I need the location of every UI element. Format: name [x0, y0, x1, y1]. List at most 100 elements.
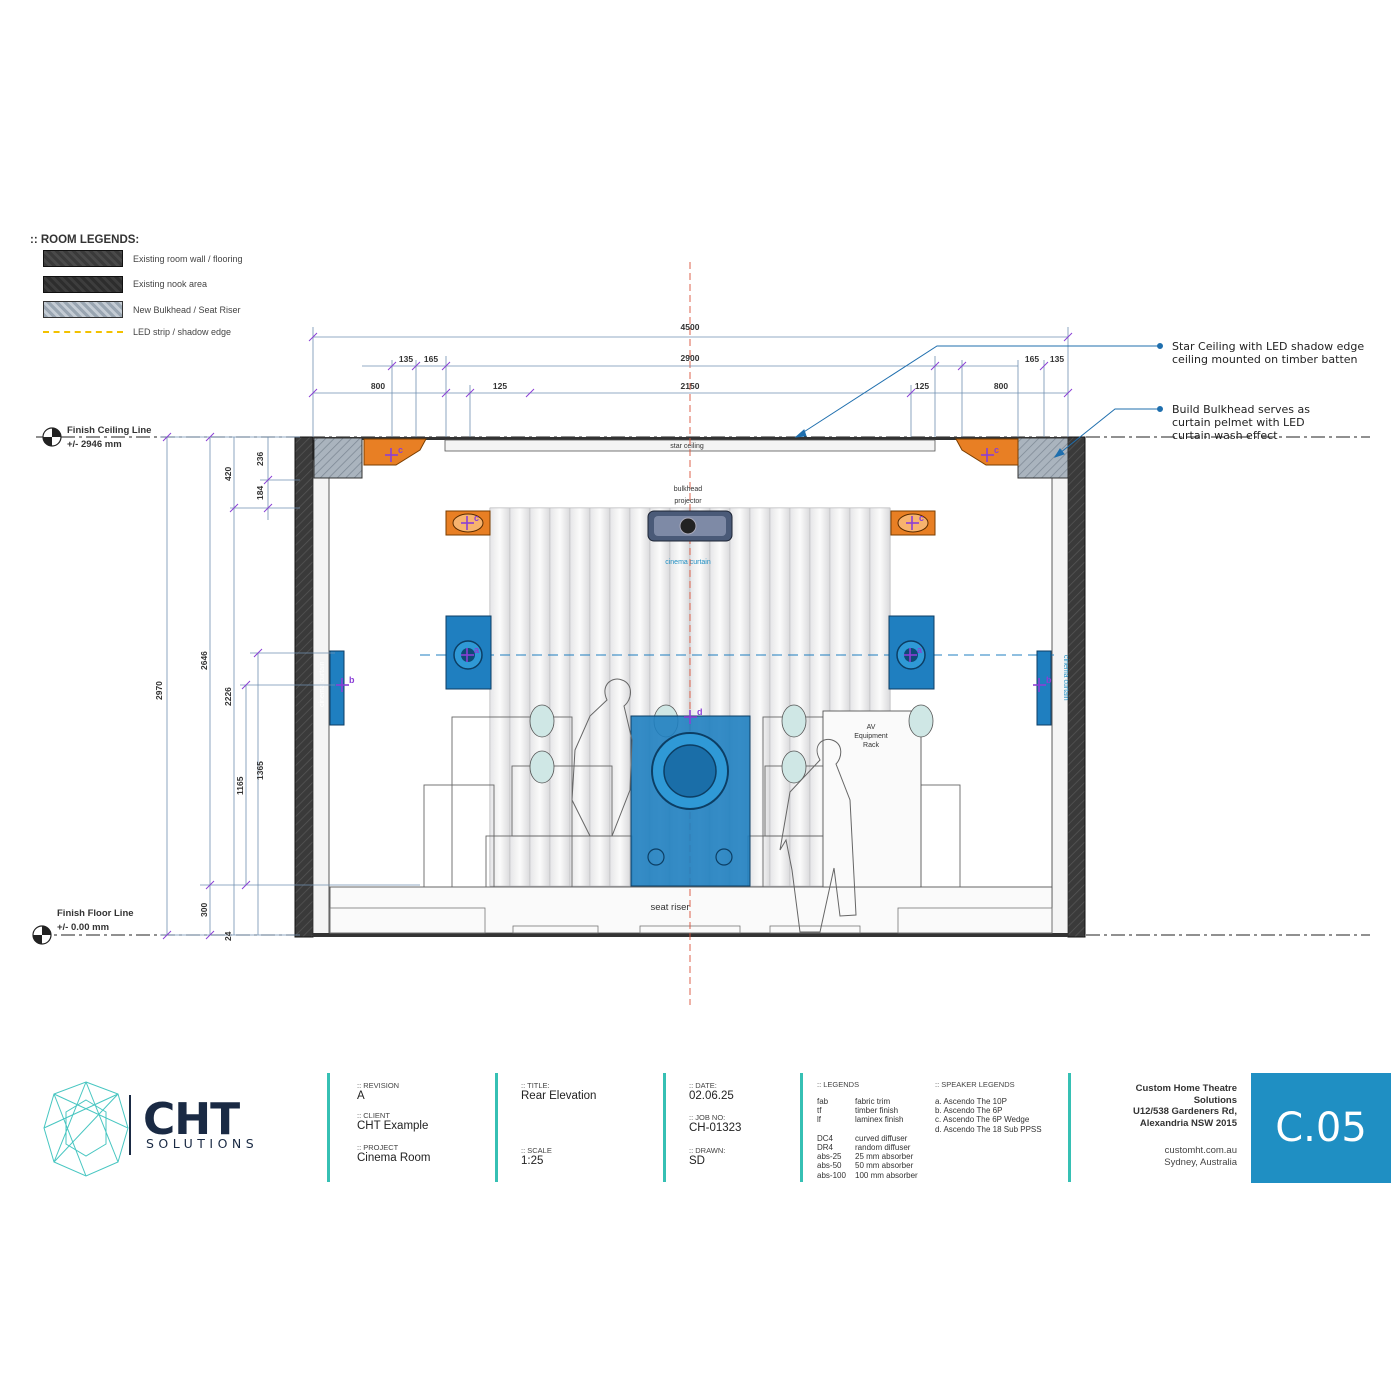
cht-logo-mark-icon	[43, 1081, 129, 1177]
dim-420: 420	[223, 467, 233, 481]
ceiling-level-value: +/- 2946 mm	[67, 439, 122, 450]
projector-label: projector	[674, 498, 702, 505]
dim-300: 300	[199, 903, 209, 917]
speaker-legends-label: :: SPEAKER LEGENDS	[935, 1080, 1015, 1089]
revision-label: :: REVISION	[357, 1081, 400, 1090]
dim-4500: 4500	[681, 322, 700, 332]
legend-label-bulkhead: New Bulkhead / Seat Riser	[133, 305, 241, 315]
curtain-pleat	[589, 507, 611, 887]
title-block-separator-3	[663, 1073, 666, 1182]
dim-2150: 2150	[681, 381, 700, 391]
dim-184: 184	[255, 486, 265, 500]
dim-2646: 2646	[199, 651, 209, 670]
projector	[647, 510, 733, 542]
tag-d-sub: d	[697, 707, 703, 717]
drawn-value: SD	[689, 1155, 705, 1167]
ceiling-line	[313, 437, 1068, 440]
legend-label-nook: Existing nook area	[133, 279, 208, 289]
project-value: Cinema Room	[357, 1152, 431, 1164]
dim-135-left: 135	[399, 354, 413, 364]
tag-c-right: c	[994, 445, 999, 455]
right-wall	[1067, 436, 1086, 938]
ceiling-level-name: Finish Ceiling Line	[67, 425, 151, 436]
riser-step-left	[329, 907, 486, 934]
legends-descriptions: fabric trim timber finish laminex finish…	[855, 1097, 918, 1180]
job-value: CH-01323	[689, 1122, 742, 1134]
side-speaker-right	[1036, 650, 1052, 726]
sheet-number: C.05	[1251, 1073, 1391, 1183]
brand-name: CHT	[143, 1094, 240, 1145]
curtain-pleat	[549, 507, 571, 887]
dim-2970: 2970	[154, 681, 164, 700]
legend-title: :: ROOM LEGENDS:	[30, 234, 140, 246]
sheet-number-text: C.05	[1275, 1105, 1367, 1151]
annotation-leaders	[794, 343, 1163, 458]
legend-swatch-wall	[43, 250, 123, 267]
seat-riser-label: seat riser	[650, 902, 689, 913]
tag-c-top-left: c	[474, 513, 479, 523]
job-label: :: JOB NO:	[689, 1113, 726, 1122]
dim-1165: 1165	[235, 776, 245, 795]
curtain-pleat	[769, 507, 791, 887]
company-website[interactable]: customht.com.au	[1164, 1145, 1237, 1156]
star-ceiling-label: star ceiling	[670, 443, 704, 450]
cinema-curtain-label: cinema curtain	[665, 559, 711, 566]
floor-line	[313, 933, 1068, 937]
date-value: 02.06.25	[689, 1090, 734, 1102]
tag-c-left: c	[398, 445, 403, 455]
client-label: :: CLIENT	[357, 1111, 390, 1120]
left-wall	[294, 436, 314, 938]
riser-vent-1	[512, 925, 599, 934]
floor-level-marker	[32, 925, 52, 945]
dim-2226: 2226	[223, 687, 233, 706]
left-dimension-lines	[160, 436, 420, 936]
title-block-separator-4	[800, 1073, 803, 1182]
dim-24: 24	[223, 931, 233, 941]
curtain-pleat	[529, 507, 551, 887]
side-curtain-left-label: cinema curtain	[319, 661, 326, 707]
av-rack-line-3: Rack	[863, 742, 879, 749]
dim-125-right: 125	[915, 381, 929, 391]
speaker-legends-items: a. Ascendo The 10P b. Ascendo The 6P c. …	[935, 1097, 1042, 1134]
company-location: Sydney, Australia	[1164, 1157, 1237, 1168]
tag-b-right: b	[1046, 675, 1052, 685]
client-value: CHT Example	[357, 1120, 429, 1132]
floor-level-name: Finish Floor Line	[57, 908, 134, 919]
project-label: :: PROJECT	[357, 1143, 399, 1152]
curtain-pleat	[509, 507, 531, 887]
dim-800-right: 800	[994, 381, 1008, 391]
title-block-separator-1	[327, 1073, 330, 1182]
legends-label: :: LEGENDS	[817, 1080, 860, 1089]
top-dimension-lines	[312, 327, 1069, 437]
front-speaker-left	[445, 615, 492, 690]
dim-800-left: 800	[371, 381, 385, 391]
legend-label-led: LED strip / shadow edge	[133, 327, 232, 337]
speaker-tag-marks	[336, 448, 1046, 724]
legend-swatch-led	[43, 331, 123, 333]
dim-135-right: 135	[1050, 354, 1064, 364]
top-dimension-ticks	[308, 332, 1073, 398]
dim-125-left: 125	[493, 381, 507, 391]
brand-subtitle: SOLUTIONS	[146, 1136, 259, 1151]
av-rack-line-2: Equipment	[854, 733, 888, 740]
riser-vent-3	[769, 925, 861, 934]
tag-a-left: a	[474, 645, 480, 655]
rear-elevation-drawing: Finish Ceiling Line +/- 2946 mm Finish F…	[32, 262, 1370, 1005]
tag-c-top-right: c	[919, 513, 924, 523]
bulkhead-label: bulkhead	[674, 486, 703, 493]
legend-swatch-nook	[43, 276, 123, 293]
left-bulkhead	[313, 437, 363, 479]
company-line-1: Custom Home Theatre	[1135, 1083, 1237, 1094]
logo-divider	[129, 1095, 131, 1155]
title-block-separator-2	[495, 1073, 498, 1182]
front-speaker-right	[888, 615, 935, 690]
subwoofer	[630, 715, 751, 887]
revision-value: A	[357, 1090, 365, 1102]
title-label: :: TITLE:	[521, 1081, 550, 1090]
dim-1365: 1365	[255, 761, 265, 780]
title-value: Rear Elevation	[521, 1090, 597, 1102]
legend-label-wall: Existing room wall / flooring	[133, 254, 243, 264]
curtain-pleat	[489, 507, 511, 887]
company-details: Custom Home Theatre Solutions U12/538 Ga…	[1133, 1083, 1237, 1129]
dim-165-left: 165	[424, 354, 438, 364]
